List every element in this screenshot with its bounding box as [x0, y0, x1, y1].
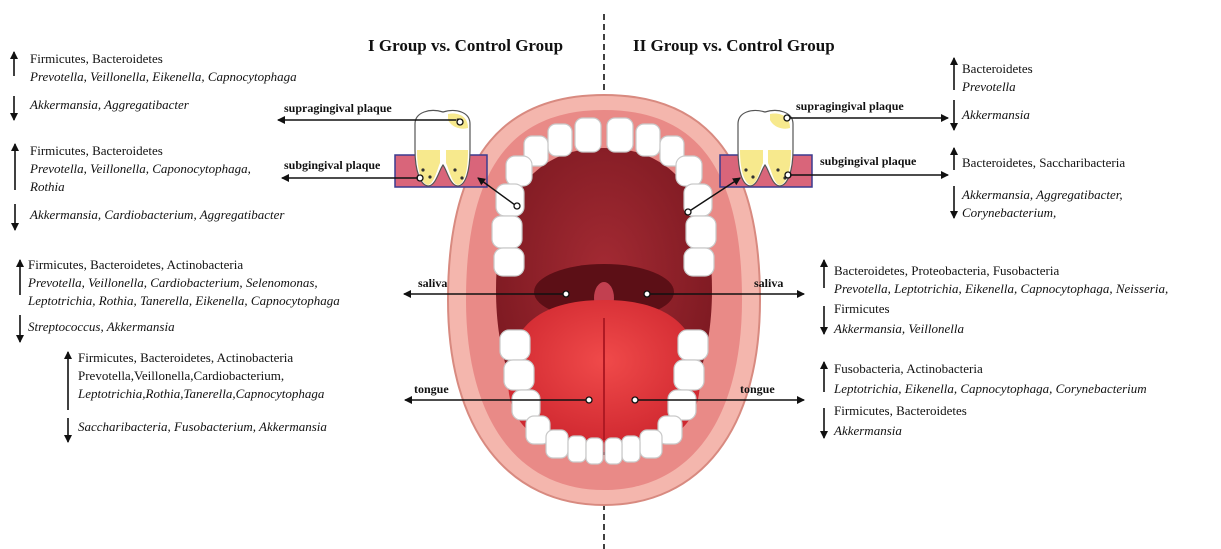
right-supra-up-phyla: Bacteroidetes	[962, 60, 1033, 78]
label-tongue-left: tongue	[414, 382, 449, 397]
left-saliva-up-genera-2: Leptotrichia, Rothia, Tanerella, Eikenel…	[28, 292, 340, 310]
label-subgingival-right: subgingival plaque	[820, 154, 916, 169]
label-tongue-right: tongue	[740, 382, 775, 397]
header-group-2: II Group vs. Control Group	[633, 36, 835, 56]
left-saliva-up-genera-1: Prevotella, Veillonella, Cardiobacterium…	[28, 274, 318, 292]
supragingival-marker-right	[784, 115, 790, 121]
left-tongue-up-genera-2: Leptotrichia,Rothia,Tanerella,Capnocytop…	[78, 385, 324, 403]
label-supragingival-right: supragingival plaque	[796, 99, 904, 114]
right-sub-up-phyla: Bacteroidetes, Saccharibacteria	[962, 154, 1125, 172]
right-saliva-down-phyla: Firmicutes	[834, 300, 890, 318]
left-saliva-up-phyla: Firmicutes, Bacteroidetes, Actinobacteri…	[28, 256, 243, 274]
right-saliva-up-phyla: Bacteroidetes, Proteobacteria, Fusobacte…	[834, 262, 1059, 280]
left-tongue-down-genera: Saccharibacteria, Fusobacterium, Akkerma…	[78, 418, 327, 436]
right-supra-down-genera: Akkermansia	[962, 106, 1030, 124]
right-supra-up-genera: Prevotella	[962, 78, 1016, 96]
label-saliva-right: saliva	[754, 276, 783, 291]
right-sub-down-genera-1: Akkermansia, Aggregatibacter,	[962, 186, 1123, 204]
right-tongue-up-phyla: Fusobacteria, Actinobacteria	[834, 360, 983, 378]
left-sub-up-genera-2: Rothia	[30, 178, 65, 196]
left-supra-down-genera: Akkermansia, Aggregatibacter	[30, 96, 189, 114]
left-tongue-up-genera-1: Prevotella,Veillonella,Cardiobacterium,	[78, 367, 284, 385]
right-tongue-down-genera: Akkermansia	[834, 422, 902, 440]
right-saliva-down-genera: Akkermansia, Veillonella	[834, 320, 964, 338]
label-saliva-left: saliva	[418, 276, 447, 291]
right-saliva-up-genera: Prevotella, Leptotrichia, Eikenella, Cap…	[834, 280, 1168, 298]
left-tongue-up-phyla: Firmicutes, Bacteroidetes, Actinobacteri…	[78, 349, 293, 367]
header-group-1: I Group vs. Control Group	[368, 36, 563, 56]
left-supra-up-genera: Prevotella, Veillonella, Eikenella, Capn…	[30, 68, 297, 86]
right-sub-down-genera-2: Corynebacterium,	[962, 204, 1056, 222]
label-subgingival-left: subgingival plaque	[284, 158, 380, 173]
left-supra-up-phyla: Firmicutes, Bacteroidetes	[30, 50, 163, 68]
tooth-plaque-left	[395, 111, 487, 188]
supragingival-marker-left	[457, 119, 463, 125]
left-sub-down-genera: Akkermansia, Cardiobacterium, Aggregatib…	[30, 206, 284, 224]
right-tongue-up-genera: Leptotrichia, Eikenella, Capnocytophaga,…	[834, 380, 1147, 398]
left-sub-up-phyla: Firmicutes, Bacteroidetes	[30, 142, 163, 160]
label-supragingival-left: supragingival plaque	[284, 101, 392, 116]
left-sub-up-genera-1: Prevotella, Veillonella, Caponocytophaga…	[30, 160, 251, 178]
right-tongue-down-phyla: Firmicutes, Bacteroidetes	[834, 402, 967, 420]
left-saliva-down-genera: Streptococcus, Akkermansia	[28, 318, 175, 336]
